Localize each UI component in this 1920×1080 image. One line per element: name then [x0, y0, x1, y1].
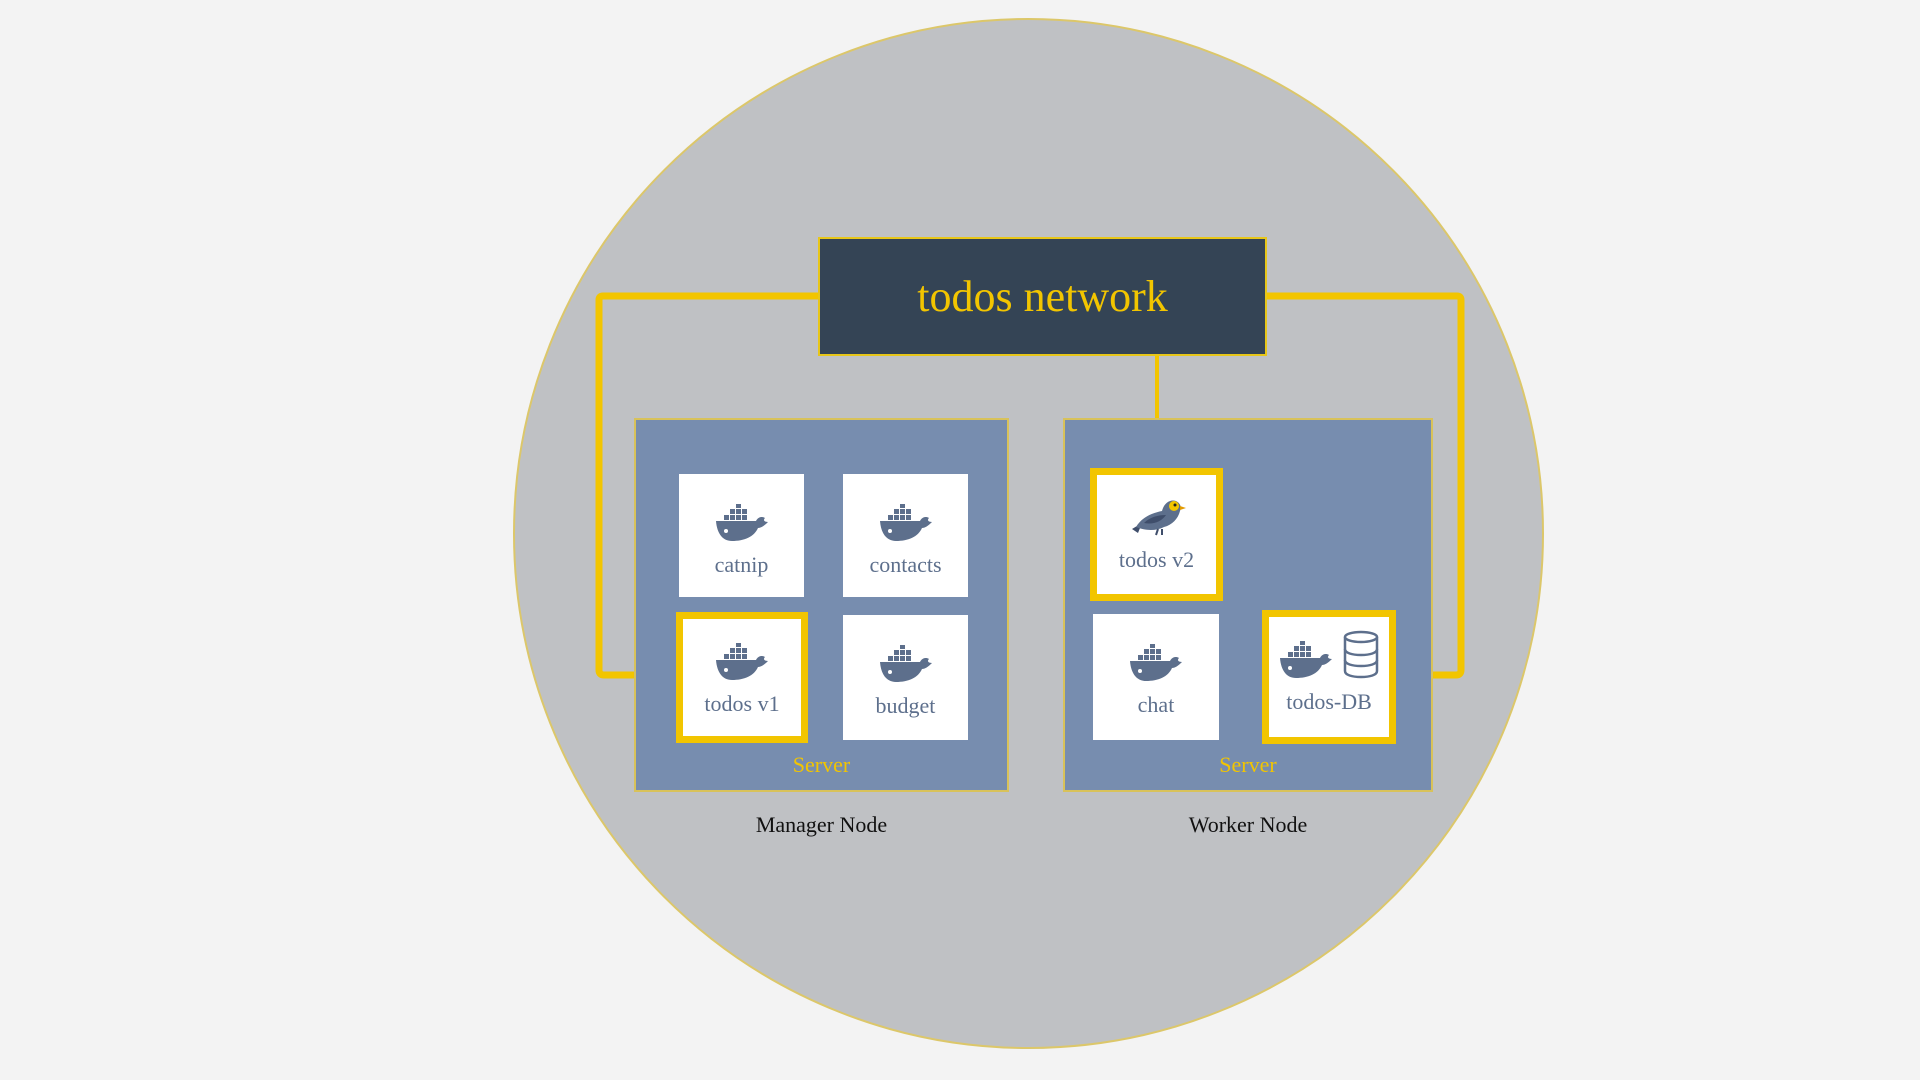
docker-whale-icon	[878, 645, 934, 683]
service-todos-v1[interactable]: todos v1	[676, 612, 808, 743]
service-name: contacts	[869, 552, 942, 577]
service-budget[interactable]: budget	[843, 615, 968, 740]
manager-node-label: Manager Node	[755, 812, 888, 837]
service-name: budget	[875, 693, 936, 718]
service-contacts[interactable]: contacts	[843, 474, 968, 597]
service-name: todos-DB	[1286, 689, 1372, 714]
service-catnip[interactable]: catnip	[679, 474, 804, 597]
bird-icon	[1128, 493, 1186, 537]
service-name: chat	[1137, 692, 1175, 717]
docker-whale-icon	[1278, 641, 1334, 679]
network-title: todos network	[917, 272, 1168, 321]
worker-node-label: Worker Node	[1188, 812, 1308, 837]
docker-whale-icon	[878, 504, 934, 542]
service-name: catnip	[714, 552, 769, 577]
docker-whale-icon	[1128, 644, 1184, 682]
wire-network-to-todos-db	[1267, 292, 1465, 679]
manager-server-label: Server	[792, 752, 851, 777]
service-todos-v2[interactable]: todos v2	[1090, 468, 1223, 601]
worker-server-label: Server	[1219, 752, 1277, 777]
todos-network-box: todos network	[818, 237, 1267, 356]
service-name: todos v1	[704, 691, 780, 716]
docker-whale-icon	[714, 643, 770, 681]
database-icon	[1342, 629, 1380, 679]
service-todos-db[interactable]: todos-DB	[1262, 610, 1396, 744]
docker-whale-icon	[714, 504, 770, 542]
wire-network-to-todos-v1	[595, 292, 818, 679]
service-chat[interactable]: chat	[1093, 614, 1219, 740]
service-name: todos v2	[1118, 547, 1195, 572]
